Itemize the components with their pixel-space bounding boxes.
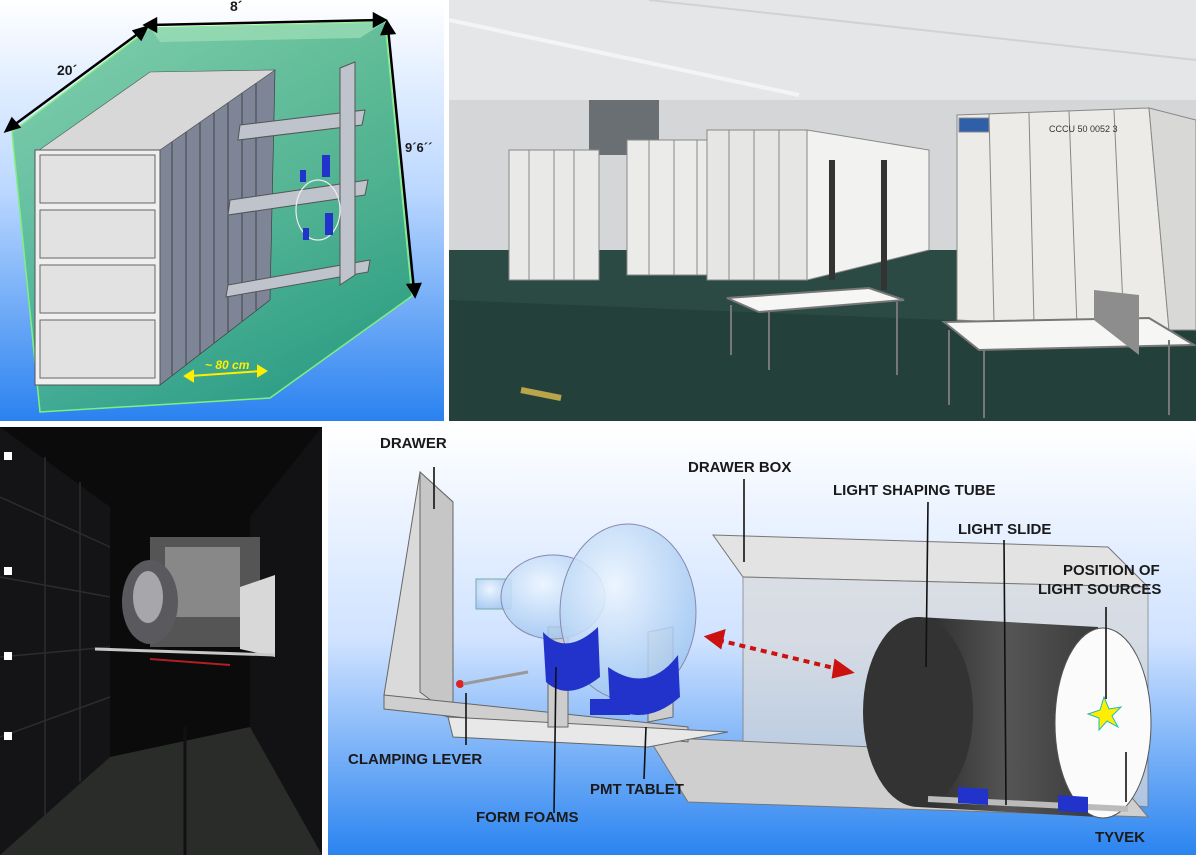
label-clamping-lever: CLAMPING LEVER	[348, 751, 483, 768]
label-tyvek: TYVEK	[1095, 829, 1146, 846]
container-code-label: CCCU 50 0052 3	[1049, 124, 1118, 134]
dimension-drawer-depth-label: ~ 80 cm	[205, 358, 250, 372]
light-source-star	[1086, 695, 1123, 732]
label-position-of-light-sources-line1: POSITION OF	[1063, 562, 1160, 579]
label-form-foams: FORM FOAMS	[476, 809, 579, 826]
panel-drawer-schematic: DRAWER DRAWER BOX LIGHT SHAPING TUBE LIG…	[328, 427, 1196, 855]
label-pmt-tablet: PMT TABLET	[590, 781, 684, 798]
slide-arrow	[703, 628, 855, 679]
dimension-width-label: 8´	[230, 0, 243, 14]
dimension-height-label: 9´6´´	[405, 140, 433, 155]
warehouse-photo-svg	[449, 0, 1196, 421]
panel-container-model: 8´ 20´ 9´6´´ ~ 80 cm	[0, 0, 444, 421]
drawer	[383, 470, 729, 748]
reefer-container-1	[508, 149, 600, 281]
dark-interior-svg	[0, 427, 322, 855]
label-light-shaping-tube: LIGHT SHAPING TUBE	[833, 482, 996, 499]
dimension-length-label: 20´	[57, 62, 78, 78]
label-drawer-box: DRAWER BOX	[688, 459, 792, 476]
label-position-of-light-sources-line2: LIGHT SOURCES	[1038, 581, 1162, 598]
label-light-slide: LIGHT SLIDE	[958, 521, 1052, 538]
label-drawer: DRAWER	[380, 435, 447, 452]
pmt-bulb	[475, 523, 697, 701]
drawer-schematic-svg	[328, 427, 1196, 855]
panel-warehouse-photo: CCCU 50 0052 3	[449, 0, 1196, 421]
container-model-svg	[0, 0, 444, 421]
reefer-container-3	[956, 107, 1196, 331]
reefer-container-2	[626, 129, 930, 281]
panel-dark-interior-photo	[0, 427, 322, 855]
form-foams	[543, 627, 680, 715]
